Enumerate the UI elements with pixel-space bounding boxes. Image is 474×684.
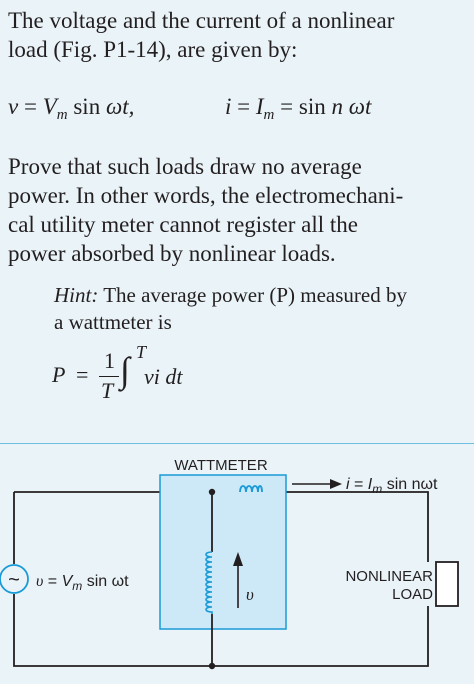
circuit-figure: WATTMETER υ i = Im sin nωt ~ υ = Vm sin … <box>0 457 459 670</box>
i-sub: m <box>263 107 275 123</box>
ac-source-icon <box>0 564 29 594</box>
ac-source-symbol: ~ <box>8 569 20 591</box>
v-arg: ωt, <box>105 94 135 119</box>
section-divider <box>0 443 474 444</box>
v-var: V <box>42 94 57 119</box>
formula-integrand: vi dt <box>144 364 183 389</box>
integral-sign-icon: ∫ <box>120 350 130 390</box>
prove-paragraph: Prove that such loads draw no average po… <box>8 152 468 268</box>
hint-text-2: a wattmeter is <box>54 310 172 334</box>
current-label-eq: = <box>350 476 368 493</box>
nonlinear-load-box <box>435 561 459 607</box>
prove-line-3: cal utility meter cannot register all th… <box>8 212 358 237</box>
v-equals: = <box>23 94 37 119</box>
wattmeter-box <box>159 474 287 630</box>
i-lhs: i <box>225 94 232 119</box>
current-label: i = Im sin nωt <box>346 476 438 496</box>
source-label-sub: m <box>72 579 82 593</box>
load-label-line-2: LOAD <box>392 586 433 603</box>
source-label: υ = Vm sin ωt <box>36 573 129 593</box>
integral-upper-limit: T <box>136 342 147 362</box>
hint-label: Hint: <box>54 283 99 307</box>
voltage-coil-icon <box>205 551 213 614</box>
source-label-rest: sin ωt <box>82 573 129 590</box>
junction-dot-bottom <box>208 662 216 670</box>
load-label-line-1: NONLINEAR <box>345 568 433 585</box>
current-label-rest: sin nωt <box>382 476 438 493</box>
current-arrowhead-icon <box>330 479 342 489</box>
intro-line-1: The voltage and the current of a nonline… <box>8 8 395 33</box>
voltage-symbol: υ <box>246 585 254 604</box>
i-var: I <box>255 94 264 119</box>
voltage-equation: v = Vm sin ωt, <box>8 94 134 124</box>
current-label-i: I <box>368 476 373 493</box>
average-power-formula: P = 1 T ∫ T vi dt <box>52 342 252 406</box>
hint-text-1: The average power (P) measured by <box>98 283 407 307</box>
hint-paragraph: Hint: The average power (P) measured by … <box>54 282 464 336</box>
prove-line-2: power. In other words, the electromechan… <box>8 183 404 208</box>
formula-equals: = <box>76 362 89 387</box>
i-arg: n ωt <box>331 94 372 119</box>
v-fn: sin <box>73 94 101 119</box>
current-label-sub: m <box>372 482 382 496</box>
intro-line-2: load (Fig. P1-14), are given by: <box>8 37 298 62</box>
i-equals-2: = <box>280 94 294 119</box>
source-label-v: V <box>62 573 74 590</box>
current-coil-icon <box>239 485 263 493</box>
left-wire-lower <box>13 594 429 667</box>
current-equation: i = Im = sin n ωt <box>225 94 371 124</box>
source-label-eq: = <box>43 573 61 590</box>
v-sub: m <box>56 107 68 123</box>
i-equals: = <box>237 94 251 119</box>
v-lhs: v <box>8 94 19 119</box>
fraction-denominator: T <box>101 378 114 403</box>
i-fn: sin <box>298 94 326 119</box>
top-wire-right <box>262 491 429 562</box>
formula-lhs: P <box>52 362 66 387</box>
prove-line-1: Prove that such loads draw no average <box>8 154 362 179</box>
fraction-bar <box>99 376 119 377</box>
intro-paragraph: The voltage and the current of a nonline… <box>8 6 468 64</box>
wattmeter-label: WATTMETER <box>174 457 267 474</box>
current-label-var: i <box>346 476 350 493</box>
junction-dot-top <box>208 488 216 496</box>
prove-line-4: power absorbed by nonlinear loads. <box>8 241 336 266</box>
voltage-arrowhead-icon <box>233 552 243 566</box>
fraction-numerator: 1 <box>104 348 115 373</box>
source-label-var: υ <box>36 573 43 590</box>
